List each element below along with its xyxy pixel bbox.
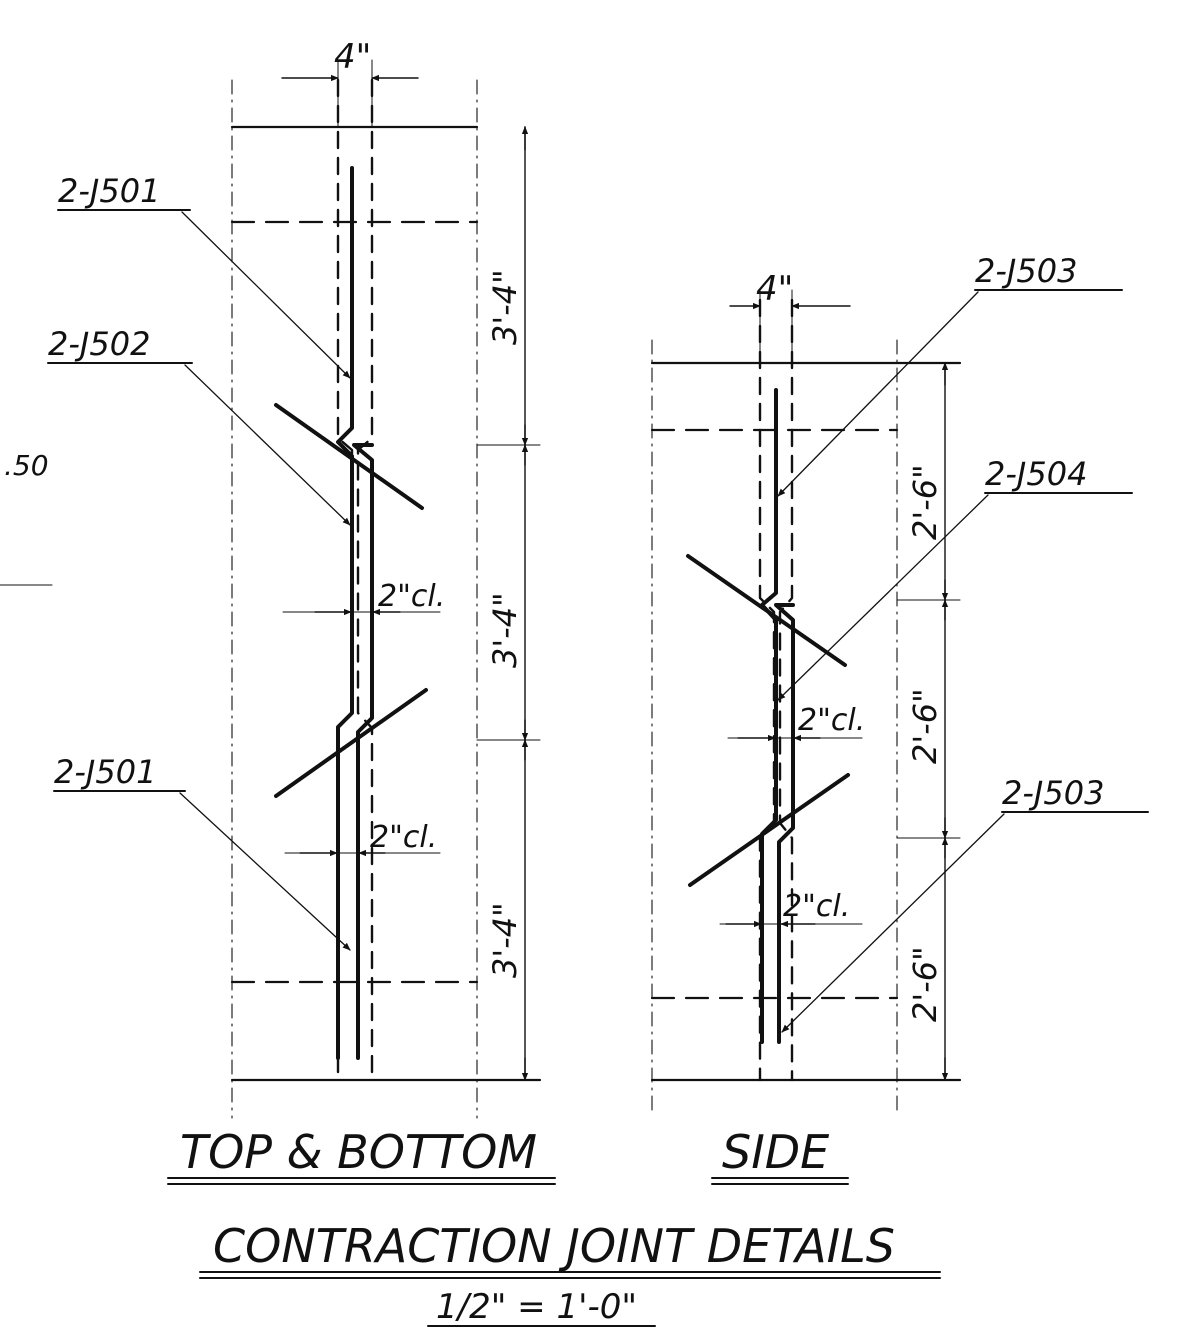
callout-leader-arrow <box>781 813 1005 1033</box>
callout-label: 2-J502 <box>48 325 150 363</box>
rebar-j501-upper <box>336 166 354 1060</box>
rebar-j502-diagonal <box>274 403 424 510</box>
clearance-label: 2"cl. <box>783 889 850 924</box>
rebar-j504-diagonal <box>686 554 847 667</box>
view-label: TOP & BOTTOM <box>180 1125 537 1179</box>
detail-title: CONTRACTION JOINT DETAILS <box>213 1219 895 1273</box>
margin-fragment-text: .50 <box>4 449 49 482</box>
view-label: SIDE <box>722 1125 829 1179</box>
height-dim-label: 3'-4" <box>486 269 524 345</box>
detail-title-block: CONTRACTION JOINT DETAILS 1/2" = 1'-0" <box>199 1219 941 1327</box>
rebar-j504-diagonal <box>688 773 850 887</box>
clearance-label: 2"cl. <box>370 820 437 855</box>
joint-line-right <box>356 78 374 1082</box>
callout-leader-arrow <box>777 291 979 497</box>
callout-leader-arrow <box>179 792 351 951</box>
height-dim-label: 3'-4" <box>486 902 524 978</box>
height-dim-label: 2'-6" <box>906 464 944 540</box>
joint-line-right <box>778 298 794 1082</box>
callout-leader-arrow <box>184 364 351 526</box>
width-dim-label: 4" <box>334 37 371 77</box>
callout-label: 2-J503 <box>1002 774 1104 812</box>
callout-leader-arrow <box>777 494 989 701</box>
height-dim-label: 2'-6" <box>906 946 944 1022</box>
joint-line-left <box>336 78 354 1082</box>
detail-scale: 1/2" = 1'-0" <box>436 1287 637 1327</box>
clearance-label: 2"cl. <box>798 703 865 738</box>
rebar-j501-lower <box>352 443 374 1060</box>
rebar-j502-diagonal <box>274 688 428 798</box>
callout-label: 2-J501 <box>54 753 156 791</box>
rebar-j503-lower <box>774 603 795 1044</box>
clearance-label: 2"cl. <box>378 579 445 614</box>
height-dim-label: 2'-6" <box>906 688 944 764</box>
callout-label: 2-J501 <box>58 172 160 210</box>
height-dim-label: 3'-4" <box>486 592 524 668</box>
callout-label: 2-J503 <box>975 252 1077 290</box>
top-bottom-view: 4" 3'-4" 3'-4" 3'-4" 2"cl. 2"cl. 2-J501 … <box>47 37 556 1185</box>
callout-leader-arrow <box>181 211 351 379</box>
width-dim-label: 4" <box>756 269 793 309</box>
side-view: 4" 2'-6" 2'-6" 2'-6" 2"cl. 2"cl. 2-J503 … <box>650 252 1149 1185</box>
callout-label: 2-J504 <box>985 455 1087 493</box>
